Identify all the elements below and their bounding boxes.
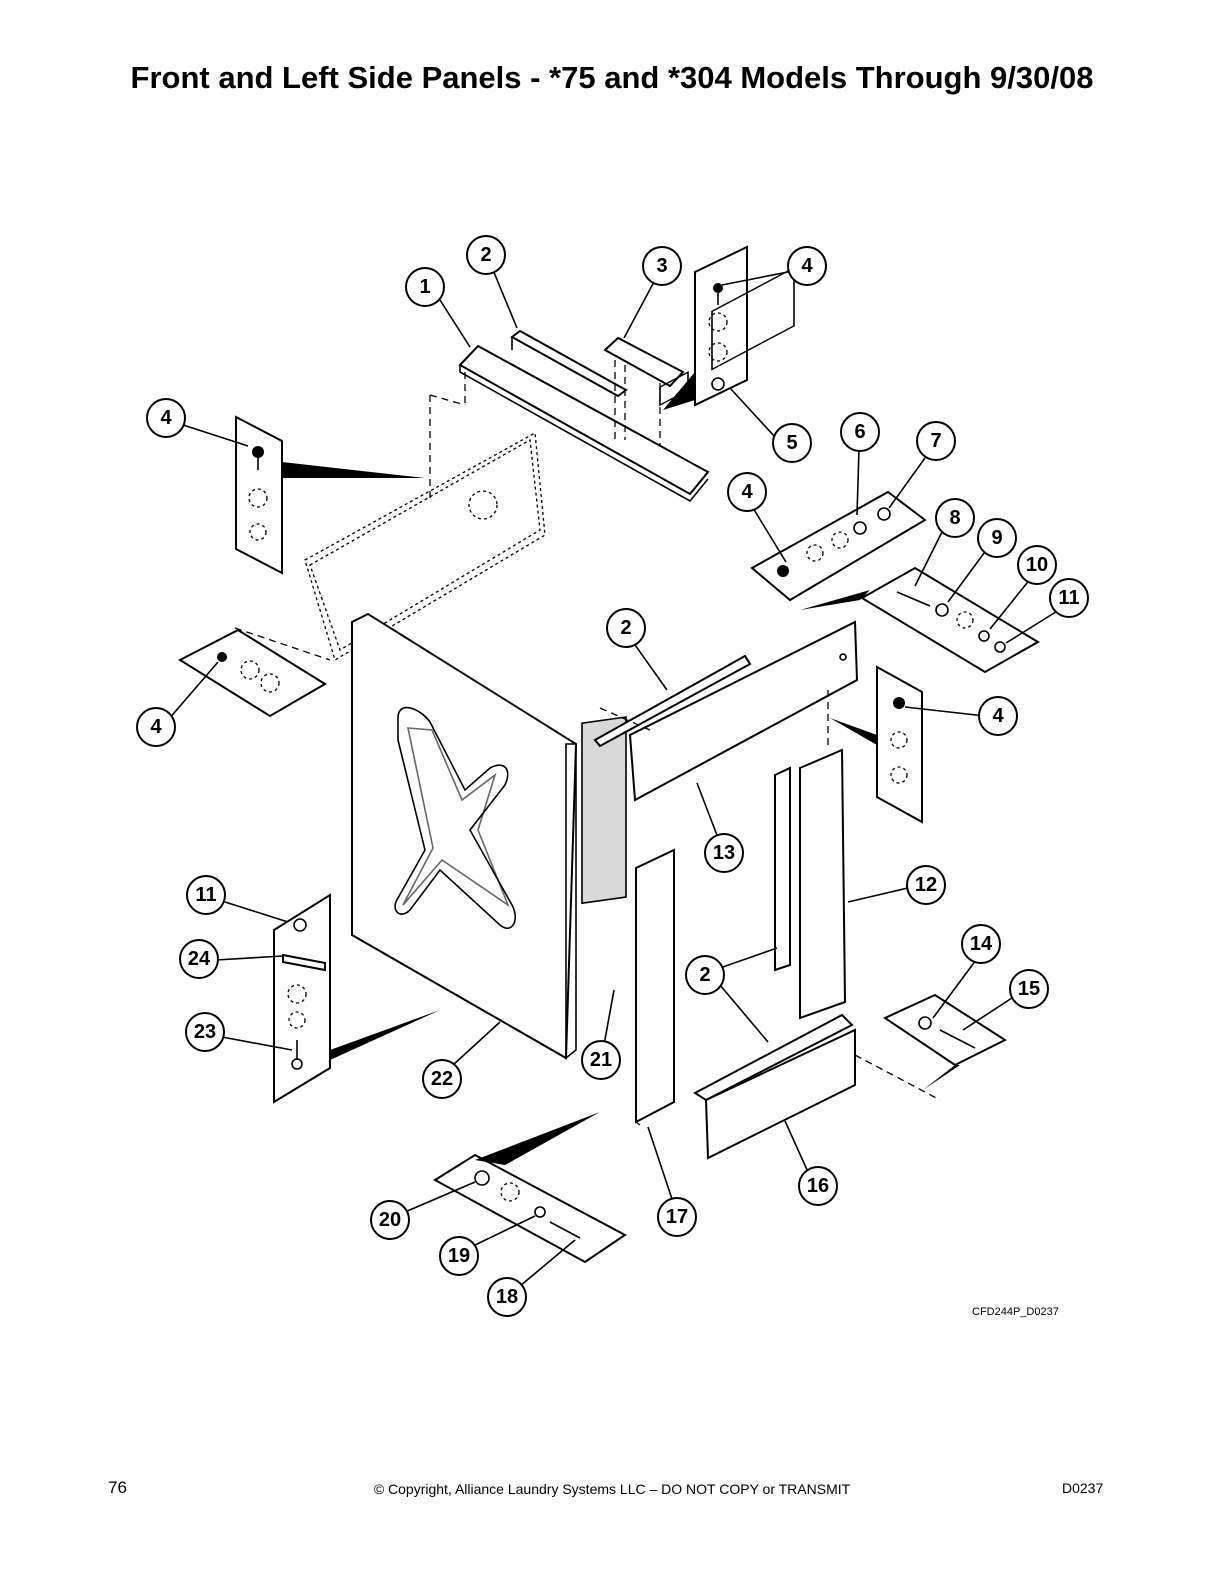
callout-4-right: 4 xyxy=(978,696,1018,736)
page-title: Front and Left Side Panels - *75 and *30… xyxy=(130,60,1094,95)
hardware-plate-right-side xyxy=(830,665,923,824)
front-strip xyxy=(635,848,675,1126)
right-strips xyxy=(774,690,847,1020)
callout-11-left: 11 xyxy=(186,875,226,915)
callout-13: 13 xyxy=(704,833,744,873)
svg-text:1: 1 xyxy=(419,276,430,298)
svg-text:2: 2 xyxy=(699,964,710,986)
svg-text:4: 4 xyxy=(150,716,162,738)
callout-4-top-left: 4 xyxy=(146,398,186,438)
hardware-plate-top-left xyxy=(235,415,425,575)
hardware-plate-lower-left xyxy=(273,893,440,1104)
hardware-plate-bottom xyxy=(433,1112,627,1264)
callout-1: 1 xyxy=(405,267,445,307)
svg-text:22: 22 xyxy=(431,1068,453,1090)
svg-text:4: 4 xyxy=(992,705,1004,727)
callout-2-top: 2 xyxy=(466,235,506,275)
callout-18: 18 xyxy=(487,1277,527,1317)
callout-16: 16 xyxy=(798,1166,838,1206)
svg-text:6: 6 xyxy=(854,421,865,443)
svg-text:18: 18 xyxy=(496,1286,518,1308)
callout-11-right: 11 xyxy=(1049,578,1089,618)
top-bracket xyxy=(603,336,685,445)
drawing-code: CFD244P_D0237 xyxy=(972,1306,1059,1318)
hardware-plate-left xyxy=(177,627,331,718)
callout-6: 6 xyxy=(840,412,880,452)
callout-20: 20 xyxy=(370,1200,410,1240)
svg-text:5: 5 xyxy=(786,432,797,454)
document-code: D0237 xyxy=(1062,1480,1104,1496)
svg-text:7: 7 xyxy=(930,430,941,452)
control-panel xyxy=(593,266,859,802)
callout-10: 10 xyxy=(1017,545,1057,585)
svg-text:12: 12 xyxy=(915,874,937,896)
insulation-panel xyxy=(581,716,627,905)
callout-5: 5 xyxy=(772,423,812,463)
rear-panel-dotted xyxy=(304,431,546,661)
svg-text:4: 4 xyxy=(741,481,753,503)
callout-19: 19 xyxy=(439,1236,479,1276)
top-panel xyxy=(429,329,710,503)
left-side-panel xyxy=(351,612,578,1060)
svg-text:20: 20 xyxy=(379,1209,401,1231)
callout-8: 8 xyxy=(935,498,975,538)
svg-text:16: 16 xyxy=(807,1175,829,1197)
callout-24: 24 xyxy=(179,939,219,979)
hardware-plate-top-right xyxy=(663,245,748,410)
callout-14: 14 xyxy=(961,924,1001,964)
hardware-plate-lower-right xyxy=(854,993,1008,1101)
callout-15: 15 xyxy=(1009,969,1049,1009)
svg-text:9: 9 xyxy=(991,527,1002,549)
svg-text:24: 24 xyxy=(188,948,211,970)
callout-22: 22 xyxy=(422,1059,462,1099)
svg-text:13: 13 xyxy=(713,842,735,864)
leader-lines xyxy=(167,269,1060,1287)
callout-9: 9 xyxy=(977,518,1017,558)
svg-text:19: 19 xyxy=(448,1245,470,1267)
svg-text:4: 4 xyxy=(801,255,813,277)
callout-12: 12 xyxy=(906,865,946,905)
svg-text:10: 10 xyxy=(1026,554,1048,576)
callout-2-bottom: 2 xyxy=(685,955,725,995)
svg-text:2: 2 xyxy=(620,617,631,639)
page-number: 76 xyxy=(108,1478,127,1497)
copyright-notice: © Copyright, Alliance Laundry Systems LL… xyxy=(373,1481,851,1497)
callout-3: 3 xyxy=(642,246,682,286)
callout-4-top-right: 4 xyxy=(787,246,827,286)
callout-21: 21 xyxy=(581,1040,621,1080)
svg-text:11: 11 xyxy=(195,884,216,906)
hardware-plate-mid xyxy=(750,490,927,602)
callout-4-left: 4 xyxy=(136,707,176,747)
hardware-plate-right xyxy=(800,566,1040,674)
svg-text:8: 8 xyxy=(949,507,960,529)
callout-7: 7 xyxy=(916,421,956,461)
callout-2-mid: 2 xyxy=(606,608,646,648)
svg-text:15: 15 xyxy=(1018,978,1040,1000)
svg-text:17: 17 xyxy=(666,1206,688,1228)
svg-text:14: 14 xyxy=(970,933,993,955)
svg-text:4: 4 xyxy=(160,407,172,429)
callout-4-mid: 4 xyxy=(727,472,767,512)
svg-text:23: 23 xyxy=(194,1021,216,1043)
svg-text:3: 3 xyxy=(656,255,667,277)
svg-text:21: 21 xyxy=(590,1049,612,1071)
svg-text:2: 2 xyxy=(480,244,491,266)
kick-panel xyxy=(693,1013,856,1160)
callout-23: 23 xyxy=(185,1012,225,1052)
callout-17: 17 xyxy=(657,1197,697,1237)
svg-text:11: 11 xyxy=(1058,587,1079,609)
